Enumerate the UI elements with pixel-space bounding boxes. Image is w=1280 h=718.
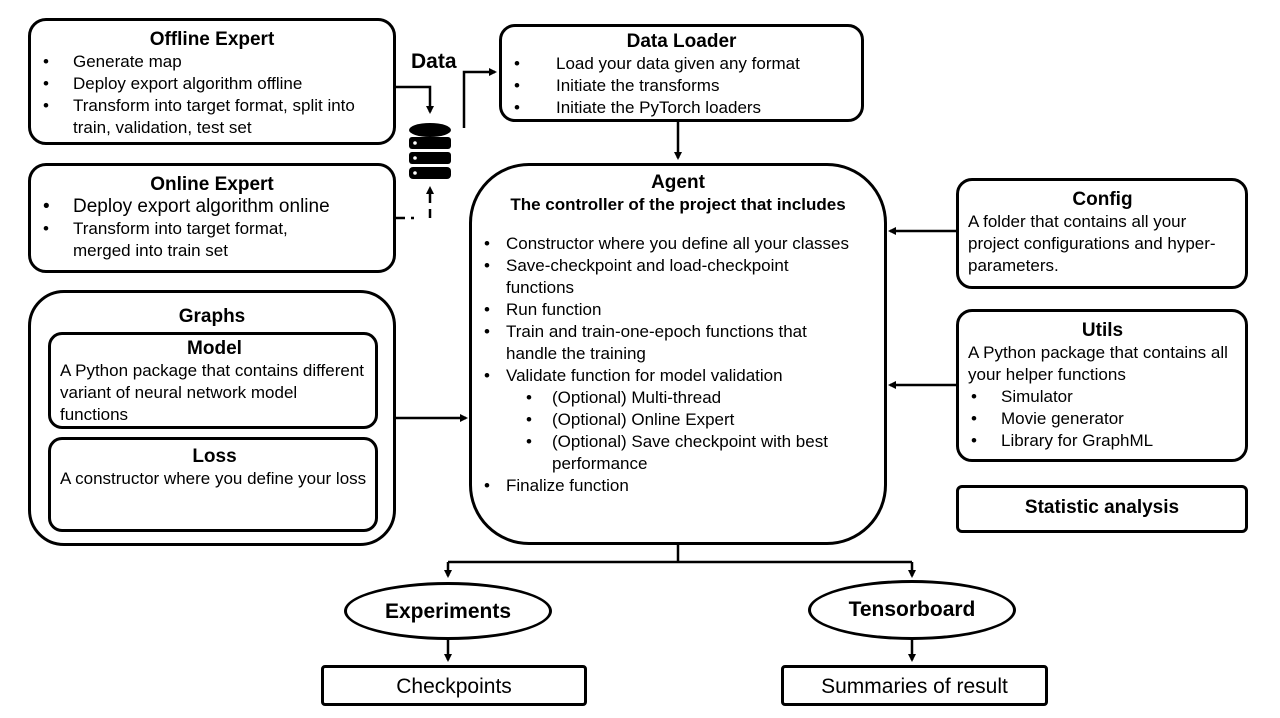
graphs-title: Graphs xyxy=(178,306,246,327)
data-loader-box: Data Loader Load your data given any for… xyxy=(499,24,864,122)
experiments-title: Experiments xyxy=(384,600,512,623)
list-item: (Optional) Multi-thread xyxy=(526,387,884,409)
list-item: (Optional) Save checkpoint with best per… xyxy=(526,431,884,475)
list-item: Library for GraphML xyxy=(959,430,1237,452)
agent-sub-list: (Optional) Multi-thread (Optional) Onlin… xyxy=(526,387,884,475)
list-item: Generate map xyxy=(31,51,393,73)
list-item: Deploy export algorithm online xyxy=(31,196,393,218)
agent-box: Agent The controller of the project that… xyxy=(469,163,887,545)
model-text: A Python package that contains different… xyxy=(60,361,365,424)
config-text: A folder that contains all your project … xyxy=(968,212,1216,275)
offline-expert-box: Offline Expert Generate map Deploy expor… xyxy=(28,18,396,145)
list-item: Run function xyxy=(472,299,884,321)
data-loader-title: Data Loader xyxy=(626,31,737,52)
list-item: Finalize function xyxy=(472,475,884,497)
list-item: Movie generator xyxy=(959,408,1237,430)
statistic-analysis-box: Statistic analysis xyxy=(956,485,1248,533)
loss-text: A constructor where you define your loss xyxy=(60,469,367,488)
agent-subtitle: The controller of the project that inclu… xyxy=(510,195,846,214)
list-item: Validate function for model validation xyxy=(472,365,884,387)
agent-list: Constructor where you define all your cl… xyxy=(472,233,884,387)
loss-title: Loss xyxy=(192,446,237,467)
tensorboard-title: Tensorboard xyxy=(848,598,976,621)
list-item: Transform into target format, split into… xyxy=(31,95,393,139)
summaries-label: Summaries of result xyxy=(821,675,1008,698)
database-icon xyxy=(409,123,451,179)
list-item: Initiate the transforms xyxy=(502,75,861,97)
agent-final-list: Finalize function xyxy=(472,475,884,497)
data-loader-list: Load your data given any format Initiate… xyxy=(502,53,861,119)
model-box: Model A Python package that contains dif… xyxy=(48,332,378,429)
checkpoints-label: Checkpoints xyxy=(396,675,512,698)
summaries-box: Summaries of result xyxy=(781,665,1048,706)
utils-box: Utils A Python package that contains all… xyxy=(956,309,1248,462)
data-label: Data xyxy=(411,50,457,73)
config-title: Config xyxy=(1072,189,1133,210)
checkpoints-box: Checkpoints xyxy=(321,665,587,706)
online-expert-list: Deploy export algorithm online Transform… xyxy=(31,196,393,262)
utils-title: Utils xyxy=(1081,320,1124,341)
model-title: Model xyxy=(187,338,242,359)
online-expert-box: Online Expert Deploy export algorithm on… xyxy=(28,163,396,273)
utils-text: A Python package that contains all your … xyxy=(968,343,1228,384)
experiments-ellipse: Experiments xyxy=(344,582,552,640)
list-item: Transform into target format, merged int… xyxy=(31,218,393,262)
list-item: Constructor where you define all your cl… xyxy=(472,233,884,255)
list-item: Train and train-one-epoch functions that… xyxy=(472,321,884,365)
list-item: Initiate the PyTorch loaders xyxy=(502,97,861,119)
offline-expert-title: Offline Expert xyxy=(149,29,275,50)
agent-title: Agent xyxy=(651,172,705,193)
list-item: Save-checkpoint and load-checkpoint func… xyxy=(472,255,884,299)
offline-expert-list: Generate map Deploy export algorithm off… xyxy=(31,51,393,139)
loss-box: Loss A constructor where you define your… xyxy=(48,437,378,532)
list-item: Simulator xyxy=(959,386,1237,408)
list-item: Load your data given any format xyxy=(502,53,861,75)
list-item: (Optional) Online Expert xyxy=(526,409,884,431)
config-box: Config A folder that contains all your p… xyxy=(956,178,1248,289)
tensorboard-ellipse: Tensorboard xyxy=(808,580,1016,640)
utils-list: Simulator Movie generator Library for Gr… xyxy=(959,386,1237,452)
statistic-analysis-title: Statistic analysis xyxy=(1024,497,1180,518)
list-item: Deploy export algorithm offline xyxy=(31,73,393,95)
online-expert-title: Online Expert xyxy=(150,174,274,195)
